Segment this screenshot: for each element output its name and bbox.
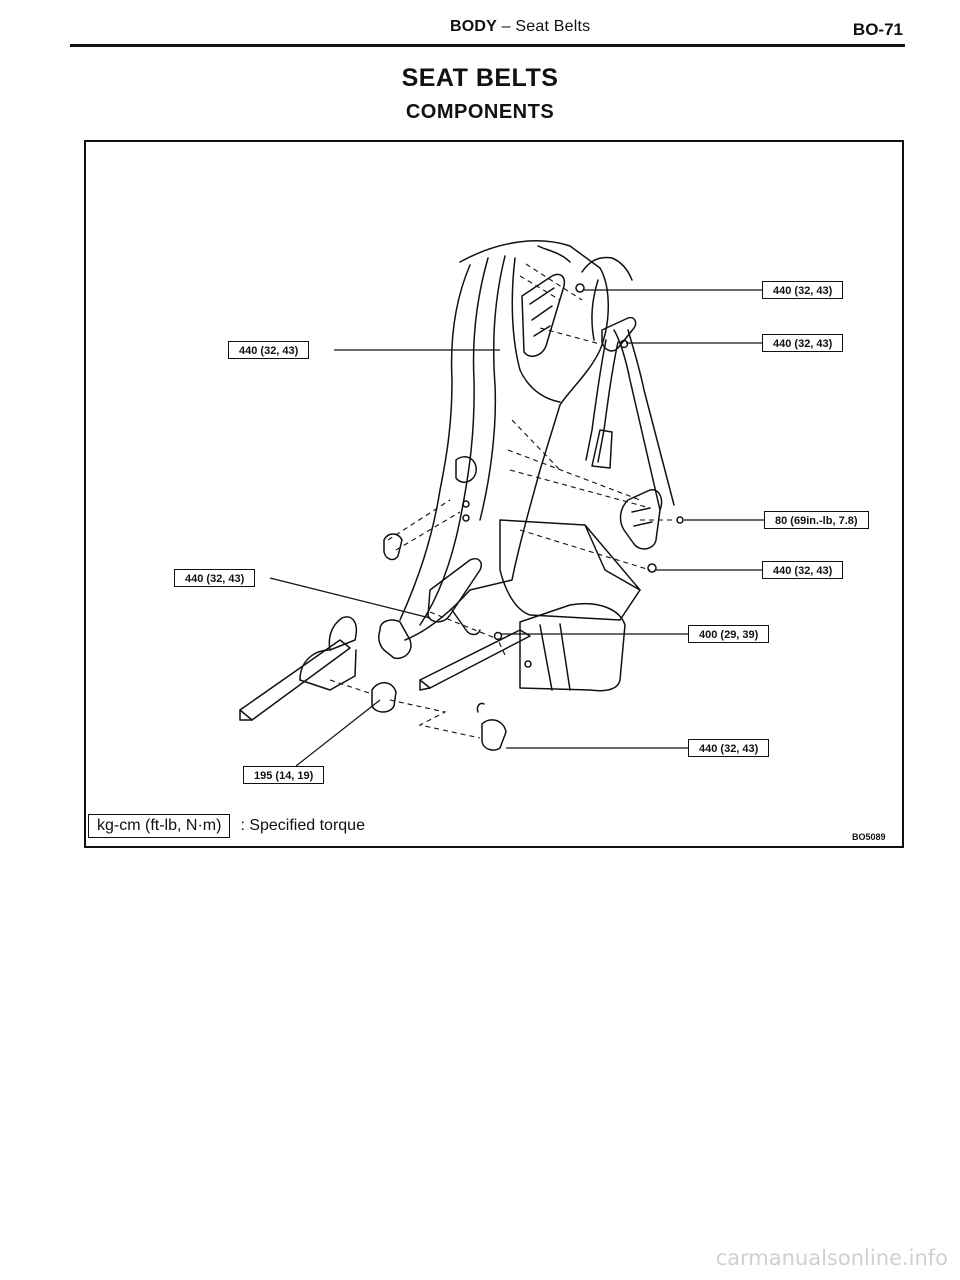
header-rule bbox=[70, 44, 905, 47]
torque-label-bottom-right: 440 (32, 43) bbox=[688, 739, 770, 757]
retractor bbox=[619, 489, 663, 550]
pillar-outline bbox=[404, 240, 609, 641]
height-adjuster bbox=[521, 273, 566, 357]
torque-legend: kg-cm (ft-lb, N·m) : Specified torque bbox=[88, 813, 365, 839]
buckle-lower bbox=[481, 719, 507, 751]
torque-label-left-upper: 440 (32, 43) bbox=[228, 341, 310, 359]
torque-label-upper-right-2: 440 (32, 43) bbox=[762, 334, 844, 352]
torque-label-upper-right-1: 440 (32, 43) bbox=[762, 281, 844, 299]
page-subtitle: COMPONENTS bbox=[405, 101, 555, 123]
legend-description: : Specified torque bbox=[240, 817, 365, 834]
torque-label-left-lower: 440 (32, 43) bbox=[174, 569, 256, 587]
header-subsection: – Seat Belts bbox=[497, 18, 591, 35]
torque-label-bottom-left: 195 (14, 19) bbox=[243, 766, 325, 784]
seat-rail-right bbox=[419, 629, 531, 689]
legend-unit-box: kg-cm (ft-lb, N·m) bbox=[88, 814, 231, 838]
floor-panel bbox=[519, 603, 626, 692]
inner-belt-stalk bbox=[427, 558, 482, 623]
torque-label-center-right: 400 (29, 39) bbox=[688, 625, 770, 643]
torque-label-right-mid: 80 (69in.-lb, 7.8) bbox=[764, 511, 869, 529]
figure-frame bbox=[84, 140, 904, 848]
seat-rail-left bbox=[239, 639, 351, 721]
header-section: BODY bbox=[450, 18, 498, 35]
page-header: BODY – Seat Belts BO-71 bbox=[70, 14, 905, 47]
seat-cushion bbox=[499, 519, 641, 621]
belt-webbing bbox=[613, 329, 675, 511]
header-title: BODY – Seat Belts bbox=[450, 18, 590, 36]
page-number: BO-71 bbox=[852, 20, 903, 39]
torque-label-right-lower: 440 (32, 43) bbox=[762, 561, 844, 579]
watermark: carmanualsonline.info bbox=[715, 1246, 948, 1270]
page-title: SEAT BELTS bbox=[401, 64, 559, 92]
buckle-small bbox=[371, 682, 397, 713]
figure-code: BO5089 bbox=[852, 832, 886, 842]
